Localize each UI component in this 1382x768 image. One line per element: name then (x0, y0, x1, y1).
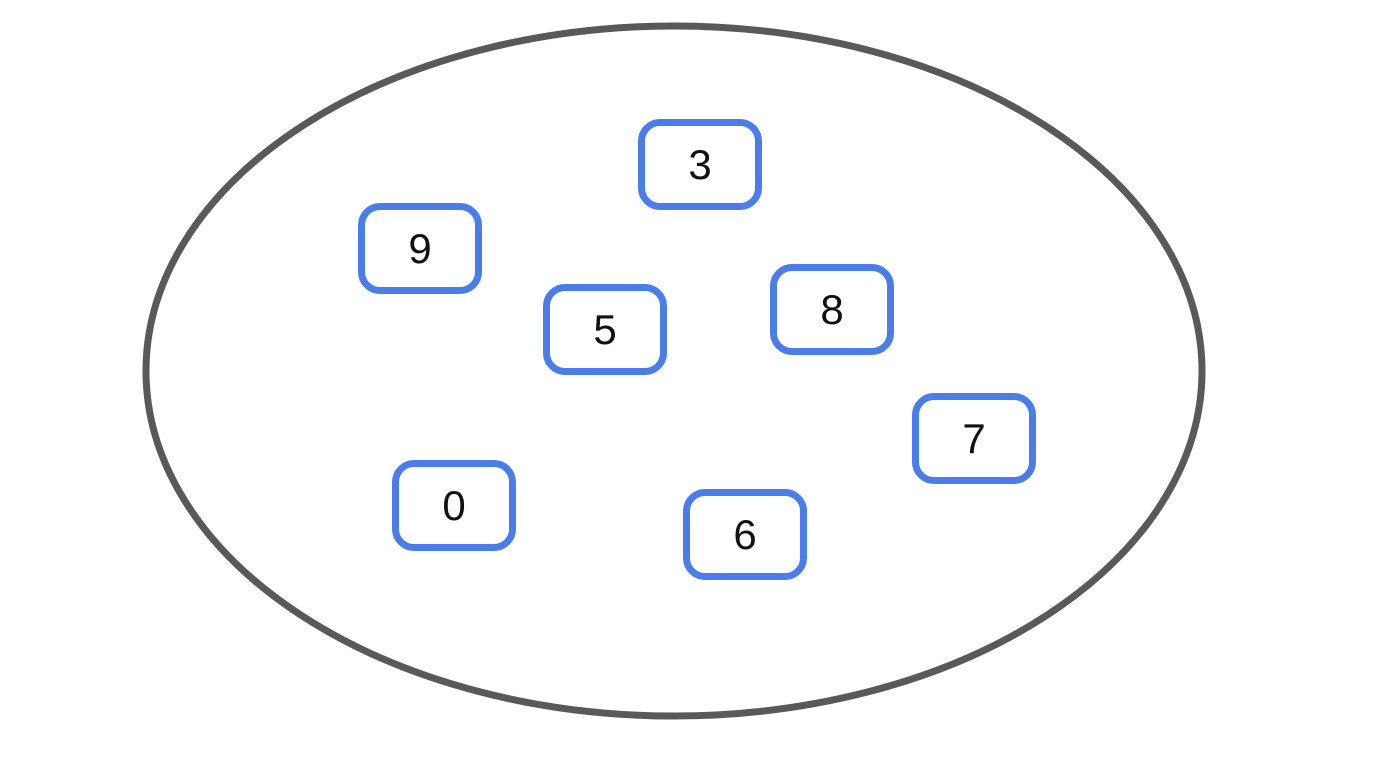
number-card-0-label: 0 (442, 481, 466, 529)
number-card-7-label: 7 (962, 414, 986, 462)
number-card-0[interactable]: 0 (392, 460, 516, 551)
number-card-9-label: 9 (408, 224, 432, 272)
number-card-8-label: 8 (820, 285, 844, 333)
number-card-5[interactable]: 5 (543, 284, 667, 375)
number-card-8[interactable]: 8 (770, 264, 894, 355)
number-card-7[interactable]: 7 (912, 393, 1036, 484)
number-card-6-label: 6 (733, 510, 757, 558)
number-card-6[interactable]: 6 (683, 489, 807, 580)
number-card-5-label: 5 (593, 305, 617, 353)
number-card-3[interactable]: 3 (638, 119, 762, 210)
number-card-3-label: 3 (688, 140, 712, 188)
number-card-9[interactable]: 9 (358, 203, 482, 294)
